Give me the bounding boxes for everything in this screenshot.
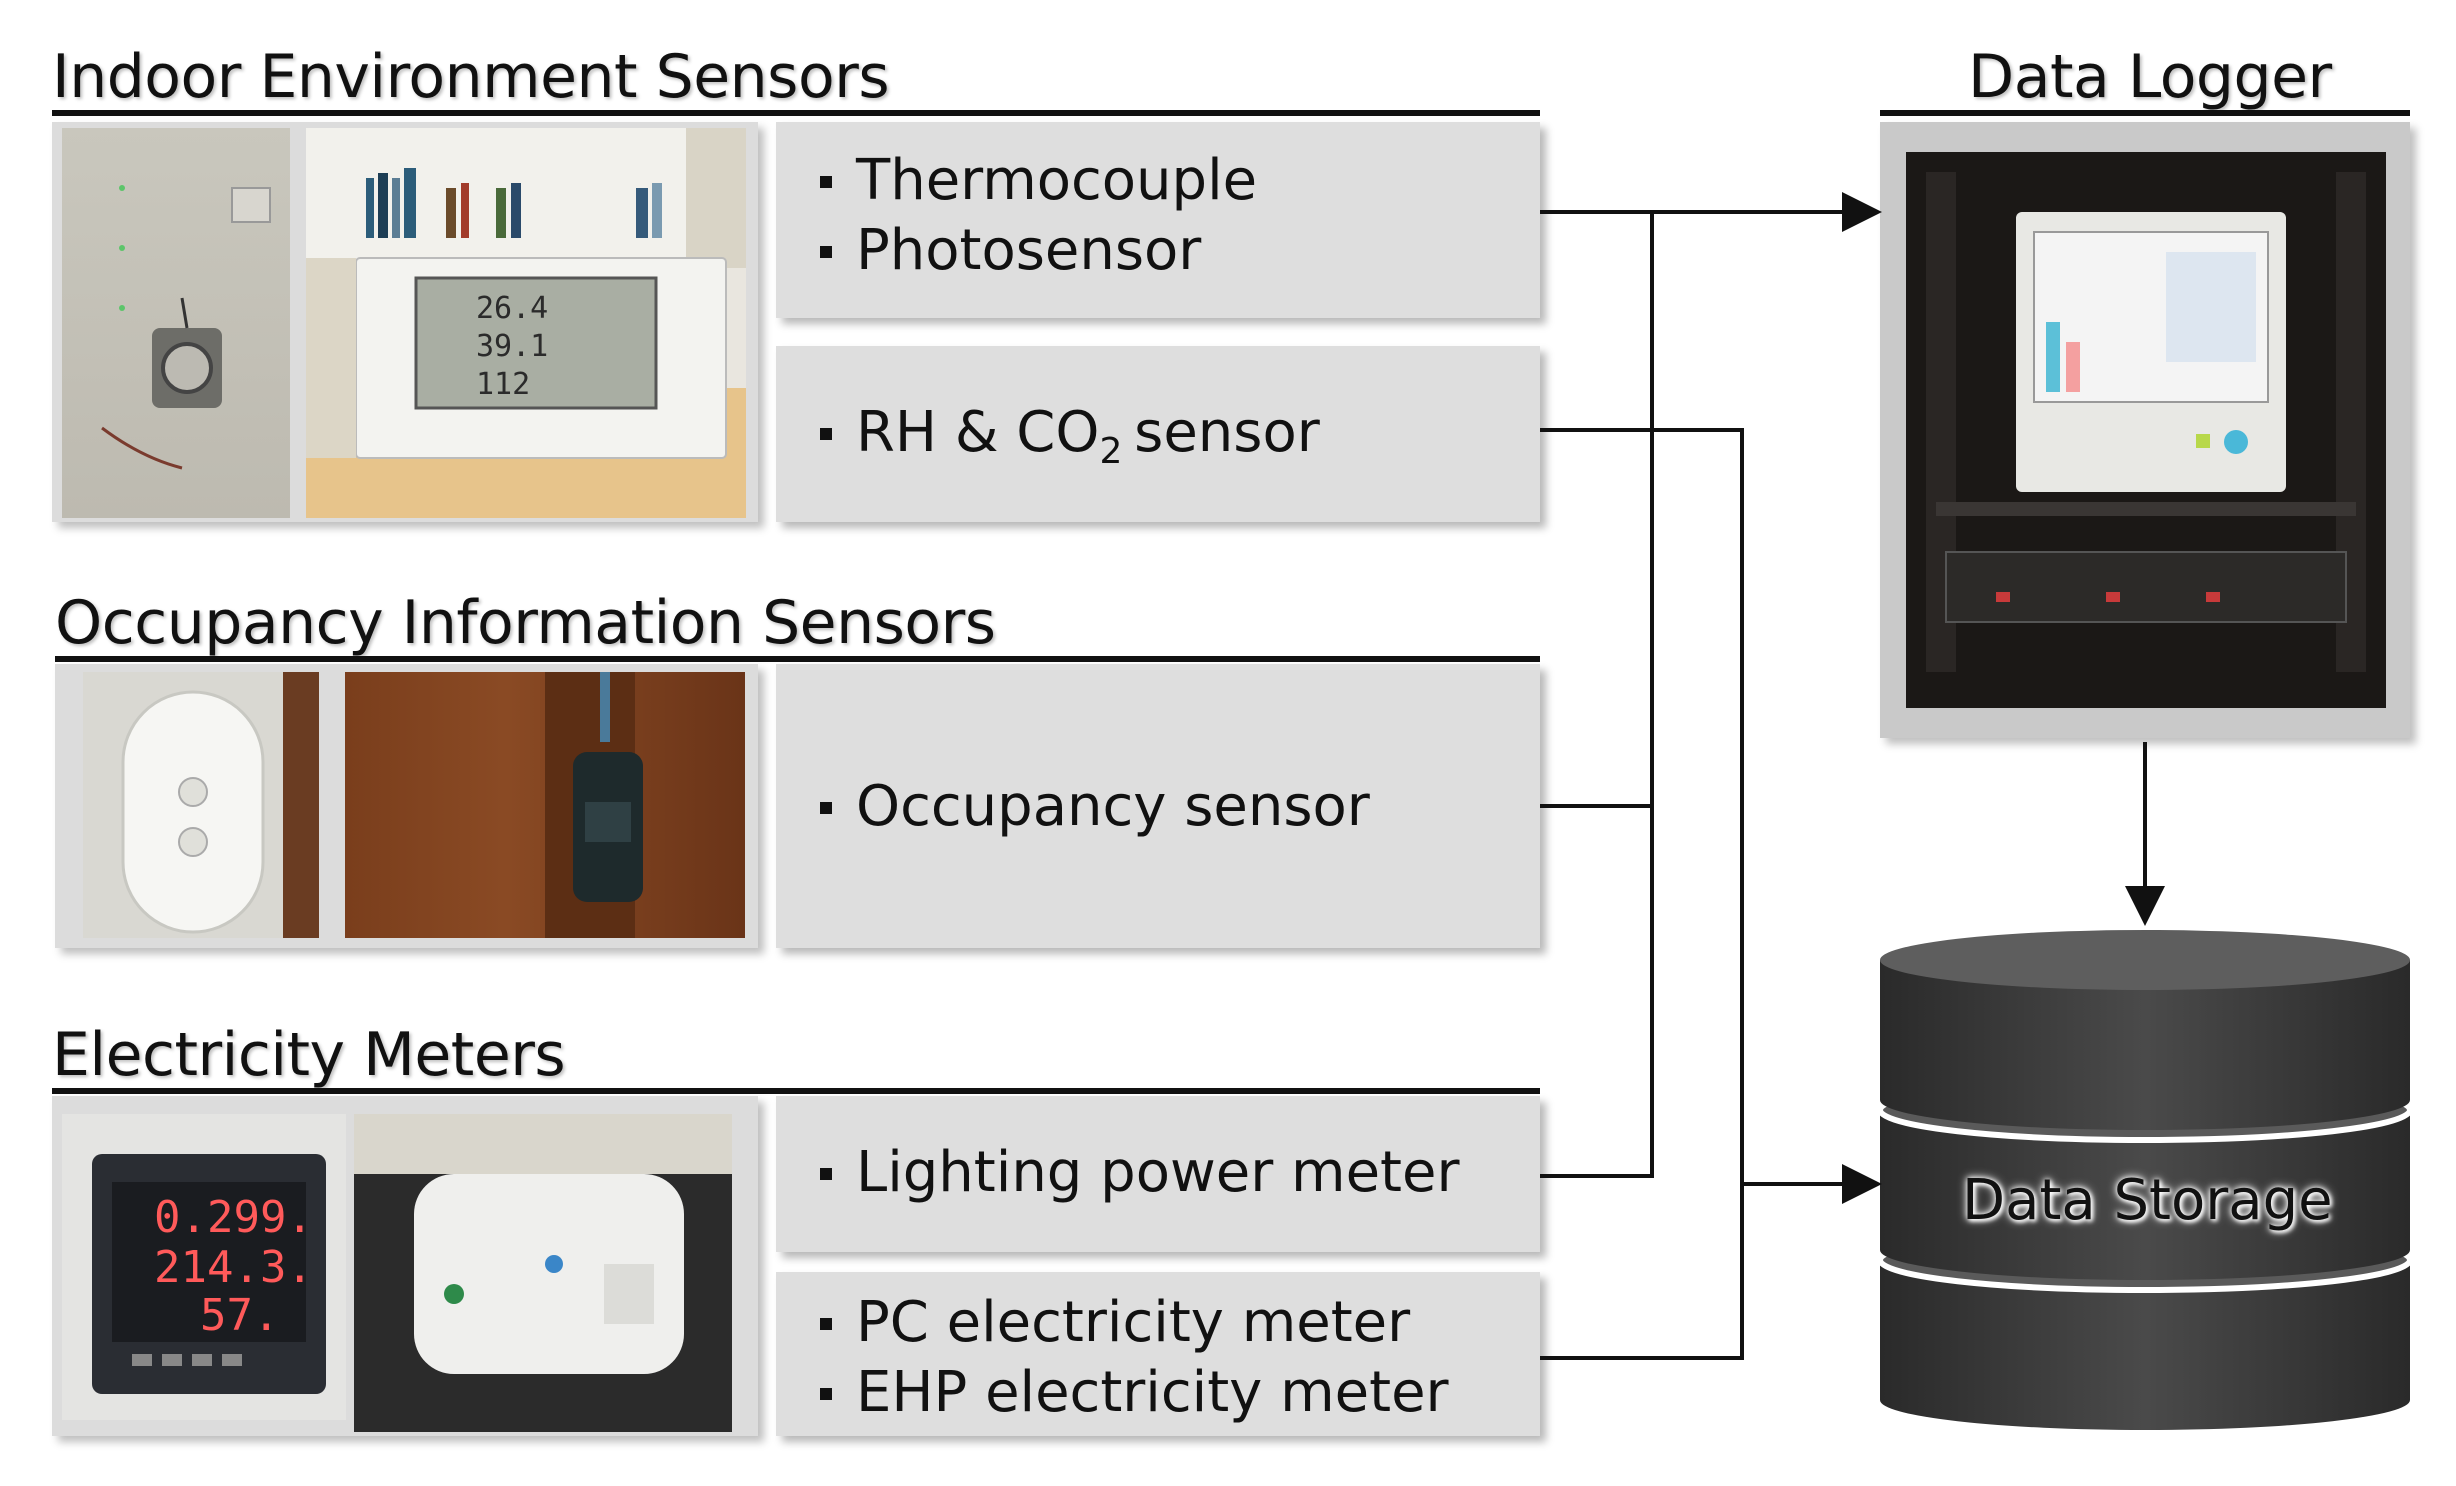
data-logger-title: Data Logger bbox=[1968, 42, 2332, 112]
ehp-electricity-meter-item: EHP electricity meter bbox=[816, 1358, 1449, 1428]
display-reading-2: 39.1 bbox=[476, 329, 548, 364]
rh-co2-sensor-item: RH & CO2 sensor bbox=[816, 398, 1320, 487]
thermocouple-item: Thermocouple bbox=[816, 146, 1257, 216]
data-storage-label: Data Storage bbox=[1962, 1168, 2333, 1233]
indoor-sensors-box-2: RH & CO2 sensor bbox=[776, 346, 1540, 522]
meter-reading-2: 214.3. bbox=[154, 1242, 313, 1293]
photosensor-item: Photosensor bbox=[816, 216, 1257, 286]
data-logger-photo-panel bbox=[1880, 122, 2410, 738]
occupancy-section-title: Occupancy Information Sensors bbox=[55, 588, 996, 658]
rh-co2-sensor-photo: 26.4 39.1 112 bbox=[306, 128, 746, 518]
lighting-meter-box: Lighting power meter bbox=[776, 1096, 1540, 1252]
indoor-title-rule bbox=[52, 110, 1540, 116]
data-storage-cylinder bbox=[1877, 930, 2413, 1430]
power-meter-photo: 0.299. 214.3. 57. bbox=[62, 1114, 346, 1420]
indoor-sensors-box-1: Thermocouple Photosensor bbox=[776, 122, 1540, 318]
pc-electricity-meter-item: PC electricity meter bbox=[816, 1288, 1449, 1358]
occupancy-door-sensor-photo bbox=[345, 672, 745, 938]
occupancy-sensor-box: Occupancy sensor bbox=[776, 664, 1540, 948]
indoor-photo-panel: 26.4 39.1 112 bbox=[52, 122, 758, 522]
pc-ehp-meter-box: PC electricity meter EHP electricity met… bbox=[776, 1272, 1540, 1436]
meter-reading-3: 57. bbox=[200, 1290, 279, 1341]
electricity-section-title: Electricity Meters bbox=[52, 1020, 566, 1090]
occupancy-wall-sensor-photo bbox=[83, 672, 319, 938]
data-logger-rule bbox=[1880, 110, 2410, 116]
occupancy-sensor-item: Occupancy sensor bbox=[816, 772, 1370, 842]
lighting-power-meter-item: Lighting power meter bbox=[816, 1138, 1459, 1208]
electricity-photo-panel: 0.299. 214.3. 57. bbox=[52, 1096, 758, 1436]
meter-reading-1: 0.299. bbox=[154, 1192, 313, 1243]
data-logger-photo bbox=[1906, 152, 2386, 708]
pc-meter-photo bbox=[354, 1114, 732, 1432]
indoor-section-title: Indoor Environment Sensors bbox=[52, 42, 890, 112]
occupancy-title-rule bbox=[55, 656, 1540, 662]
display-reading-3: 112 bbox=[476, 367, 530, 402]
occupancy-photo-panel bbox=[55, 664, 758, 948]
electricity-title-rule bbox=[52, 1088, 1540, 1094]
photosensor-photo bbox=[62, 128, 290, 518]
display-reading-1: 26.4 bbox=[476, 291, 548, 326]
